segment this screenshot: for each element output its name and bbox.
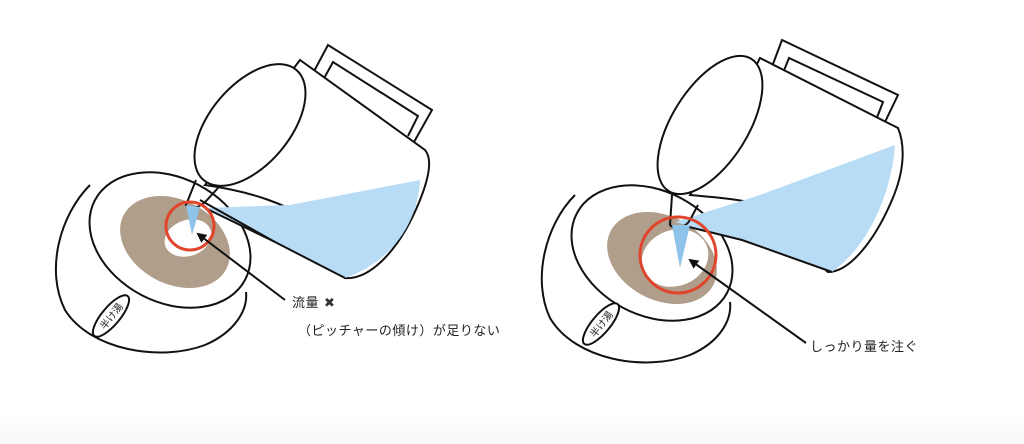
highlight-ring-right	[638, 215, 718, 295]
left-scene: 半け湯	[54, 43, 434, 354]
left-caption-line1: 流量 ✖	[292, 292, 335, 311]
bottom-strip	[0, 418, 1024, 444]
right-scene: 半け湯	[540, 38, 904, 364]
right-caption: しっかり量を注ぐ	[810, 340, 919, 355]
left-caption-flow: 流量	[292, 296, 320, 311]
highlight-ring-left	[164, 200, 216, 252]
dripper-right: 半け湯	[540, 184, 734, 364]
callout-arrow-left	[196, 232, 286, 301]
left-caption-line2: （ピッチャーの傾け）が足りない	[298, 324, 501, 339]
pitcher-right	[656, 38, 904, 274]
pitcher-left	[184, 43, 434, 280]
callout-arrow-right	[688, 258, 807, 344]
dripper-label-plate-left: 半け湯	[91, 294, 131, 338]
cross-mark-icon: ✖	[324, 296, 336, 311]
